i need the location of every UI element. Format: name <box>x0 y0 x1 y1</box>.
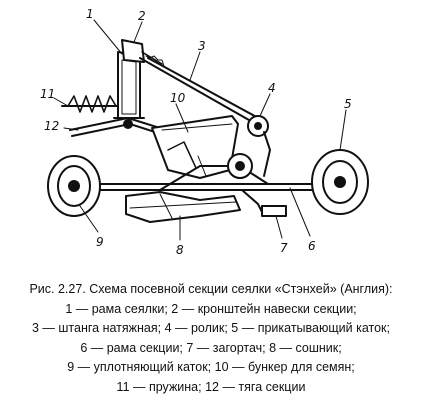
caption-line: 11 — пружина; 12 — тяга секции <box>116 379 306 394</box>
callout-1: 1 <box>86 7 94 21</box>
coulter <box>125 191 241 223</box>
callout-7: 7 <box>280 241 288 255</box>
caption-line: 3 — штанга натяжная; 4 — ролик; 5 — прик… <box>32 321 390 335</box>
figure-caption: Рис. 2.27. Схема посевной секции сеялки … <box>0 280 422 397</box>
callout-12: 12 <box>44 119 59 133</box>
callout-5: 5 <box>344 97 352 111</box>
press-wheel <box>311 149 369 215</box>
callout-9: 9 <box>96 235 104 249</box>
callout-8: 8 <box>176 243 184 257</box>
callout-leaders <box>53 19 347 241</box>
firming-wheel <box>47 155 101 217</box>
callout-10: 10 <box>170 91 186 105</box>
callout-3: 3 <box>198 39 206 53</box>
caption-line: 9 — уплотняющий каток; 10 — бункер для с… <box>67 360 355 374</box>
covering-device <box>241 189 287 217</box>
tension-rod <box>139 57 263 125</box>
callout-4: 4 <box>268 81 276 95</box>
roller <box>247 115 271 177</box>
callout-11: 11 <box>40 87 55 101</box>
caption-line: 6 — рама секции; 7 — загортач; 8 — сошни… <box>80 340 342 355</box>
callout-2: 2 <box>138 9 146 23</box>
section-frame <box>75 141 339 191</box>
spring <box>61 95 119 113</box>
caption-line: 1 — рама сеялки; 2 — кронштейн навески с… <box>65 301 357 316</box>
caption-title: Рис. 2.27. Схема посевной секции сеялки … <box>29 282 393 296</box>
seeder-section-diagram: 1 2 3 4 5 6 7 8 9 10 11 12 <box>40 7 369 257</box>
callout-6: 6 <box>308 239 316 253</box>
